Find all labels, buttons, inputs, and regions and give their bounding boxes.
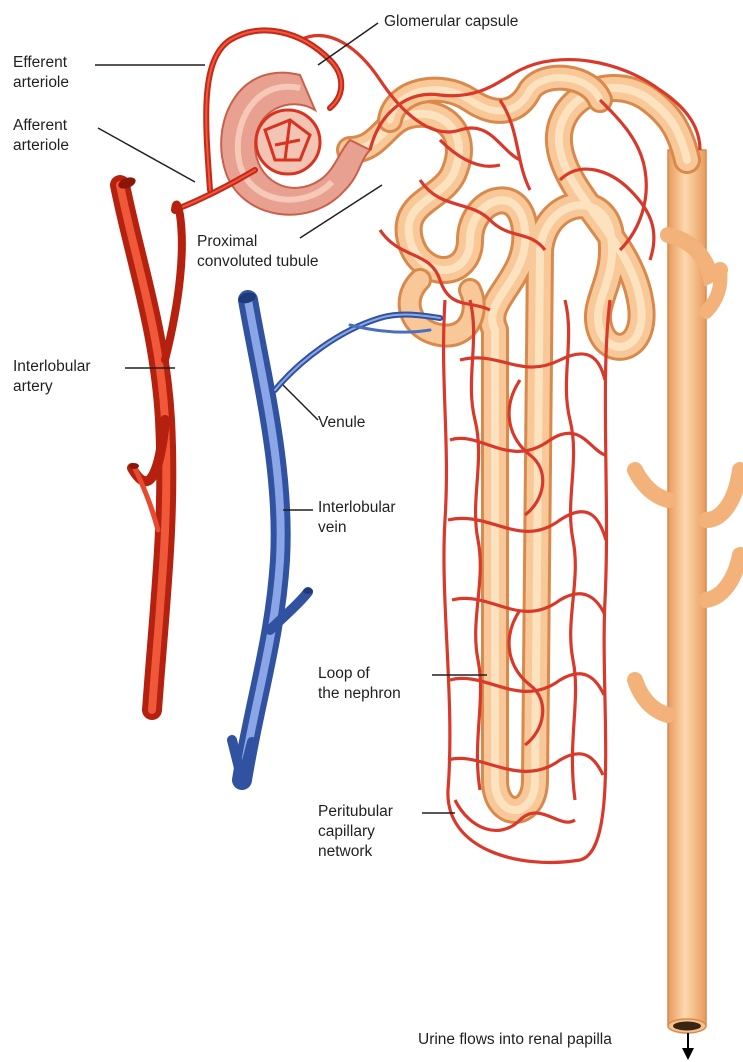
label-venule: Venule <box>318 413 365 433</box>
label-afferent-arteriole: Afferent arteriole <box>13 116 69 156</box>
label-urine-flow: Urine flows into renal papilla <box>418 1030 612 1050</box>
collecting-duct <box>635 150 740 1033</box>
interlobular-artery <box>117 175 182 710</box>
label-glomerular-capsule: Glomerular capsule <box>384 12 518 32</box>
label-loop-of-the-nephron: Loop of the nephron <box>318 664 401 704</box>
leader-afferent-arteriole <box>98 128 195 182</box>
label-interlobular-artery: Interlobular artery <box>13 357 91 397</box>
leader-glomerular-capsule <box>318 23 378 65</box>
label-peritubular-capillary-network: Peritubular capillary network <box>318 802 393 862</box>
label-efferent-arteriole: Efferent arteriole <box>13 53 69 93</box>
label-proximal-convoluted-tubule: Proximal convoluted tubule <box>197 232 319 272</box>
label-interlobular-vein: Interlobular vein <box>318 498 396 538</box>
urine-flow-arrow <box>682 1033 694 1060</box>
glomerular-capsule <box>221 73 370 215</box>
leader-venule <box>283 385 318 420</box>
